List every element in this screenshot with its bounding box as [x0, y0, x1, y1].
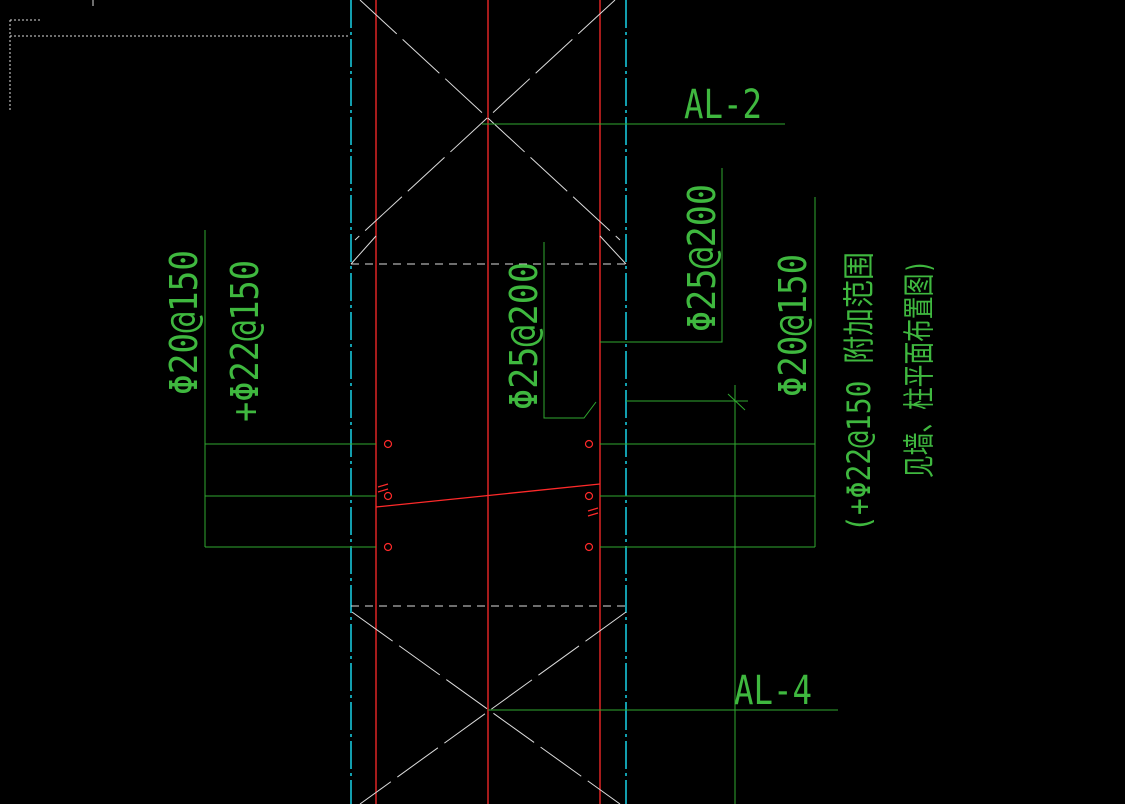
- label-al-4: AL-4: [734, 668, 812, 714]
- note-additional-range: (+Φ22@150 附加范围: [840, 252, 878, 532]
- note-see-wall-column-plan: 见墙、柱平面布置图): [900, 260, 938, 478]
- column-rebar-lines: [375, 0, 601, 804]
- label-left-main-rebar: Φ20@150: [162, 250, 206, 395]
- label-right-main-rebar: Φ20@150: [771, 254, 815, 397]
- sloped-stirrup-line: [375, 483, 601, 508]
- section-boundary-lines: [351, 263, 626, 607]
- leader-lines: [204, 123, 838, 804]
- label-center-rebar: Φ25@200: [502, 262, 546, 410]
- upper-chamfer-lines: [350, 235, 627, 265]
- ucs-corner-marker: [9, 19, 350, 110]
- rebar-dots: [377, 439, 599, 552]
- upper-void-cross: [354, 0, 621, 241]
- label-al-2: AL-2: [684, 82, 762, 128]
- column-outline: [350, 0, 627, 804]
- lower-void-cross: [351, 611, 627, 804]
- label-right-top-rebar: Φ25@200: [680, 184, 724, 332]
- label-left-add-rebar: +Φ22@150: [223, 260, 267, 422]
